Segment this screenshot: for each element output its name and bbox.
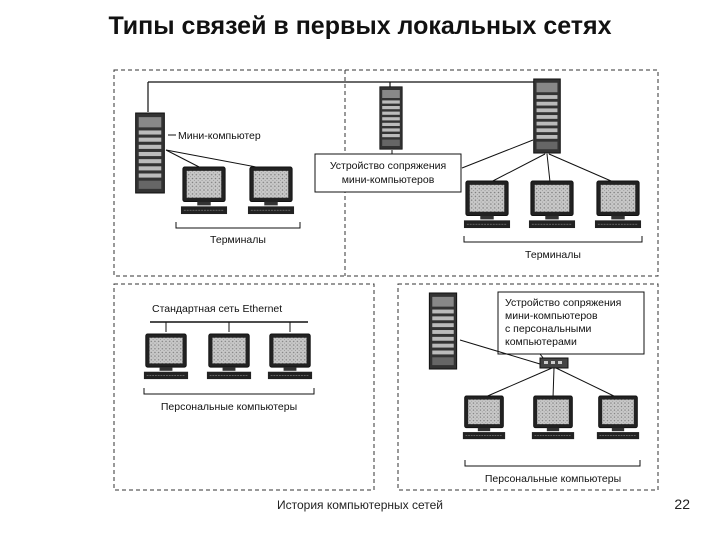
region-bottom-left (113, 283, 375, 491)
pc-icon (267, 333, 313, 380)
top-right-section: Устройство сопряжения мини-компьютеров Т… (314, 78, 643, 261)
bottom-left-section: Стандартная сеть Ethernet Персональные к… (143, 303, 315, 413)
mini-computer-server-icon (135, 112, 165, 194)
pc-adapter-label-line2: мини-компьютеров (505, 310, 598, 322)
terminals-label-right: Терминалы (525, 249, 581, 261)
pc-icon (143, 333, 189, 380)
adapter-server-icon (379, 86, 403, 150)
terminals-label-left: Терминалы (210, 234, 266, 246)
pc-adapter-label-box (497, 291, 645, 355)
terminal-icon (180, 166, 228, 215)
mini-computer-server-icon (428, 292, 458, 370)
pc-icon (596, 395, 640, 440)
adapter-label-box (314, 153, 462, 193)
pcs-label-left: Персональные компьютеры (161, 401, 297, 413)
ethernet-label: Стандартная сеть Ethernet (152, 303, 282, 315)
pc-adapter-label-line4: компьютерами (505, 336, 577, 348)
region-top-frame (113, 69, 659, 277)
terminal-icon (594, 180, 642, 229)
adapter-label-line1: Устройство сопряжения (330, 160, 446, 172)
adapter-label-line2: мини-компьютеров (342, 174, 435, 186)
pcs-label-right: Персональные компьютеры (485, 473, 621, 485)
slide-footer: История компьютерных сетей (277, 498, 443, 512)
top-left-section: Мини-компьютер Терминалы (135, 81, 545, 246)
terminal-icon (463, 180, 511, 229)
terminal-icon (247, 166, 295, 215)
mini-computer-label: Мини-компьютер (178, 130, 261, 142)
pc-adapter-label-line1: Устройство сопряжения (505, 297, 621, 309)
bottom-right-section: Устройство сопряжения мини-компьютеров с… (428, 291, 645, 485)
pc-icon (531, 395, 575, 440)
terminal-icon (528, 180, 576, 229)
page-number: 22 (674, 496, 690, 512)
pc-icon (462, 395, 506, 440)
pc-adapter-label-line3: с персональными (505, 323, 592, 335)
pc-icon (206, 333, 252, 380)
mini-computer-server-icon (533, 78, 561, 154)
slide-title: Типы связей в первых локальных сетях (108, 12, 612, 40)
region-bottom-right (397, 283, 659, 491)
